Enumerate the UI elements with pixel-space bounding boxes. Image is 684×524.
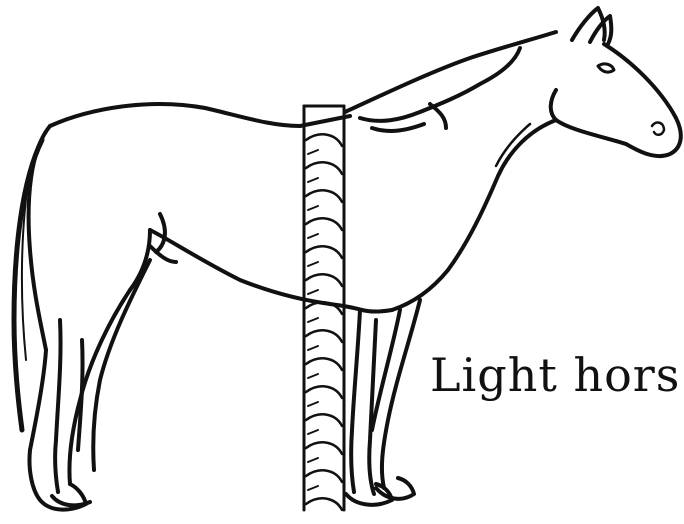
measuring-stick-icon: [300, 106, 350, 510]
caption-text: Light hors: [430, 352, 680, 398]
horse-icon: [14, 8, 681, 510]
